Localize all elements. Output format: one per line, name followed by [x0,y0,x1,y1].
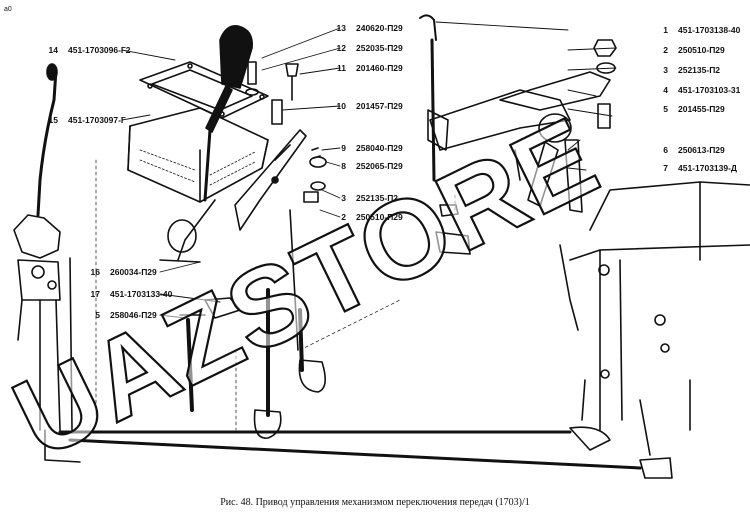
shift-plate [139,61,269,119]
shift-boot-housing [127,107,269,203]
center-rods [159,199,326,439]
right-fasteners [435,39,617,255]
gearbox-housing [559,181,750,431]
page-mark: a0 [4,6,12,13]
center-fasteners [245,61,327,203]
leader-lines [121,21,617,319]
left-lever-mechanism [13,214,73,431]
bottom-rods [44,379,673,479]
left-gear-lever [36,63,58,217]
right-lever-shaft [419,14,449,182]
right-linkage-arms [429,71,611,213]
dashed-guide-lines [95,159,456,431]
center-shift-bracket [234,129,307,231]
figure-caption: Рис. 48. Привод управления механизмом пе… [220,497,530,508]
